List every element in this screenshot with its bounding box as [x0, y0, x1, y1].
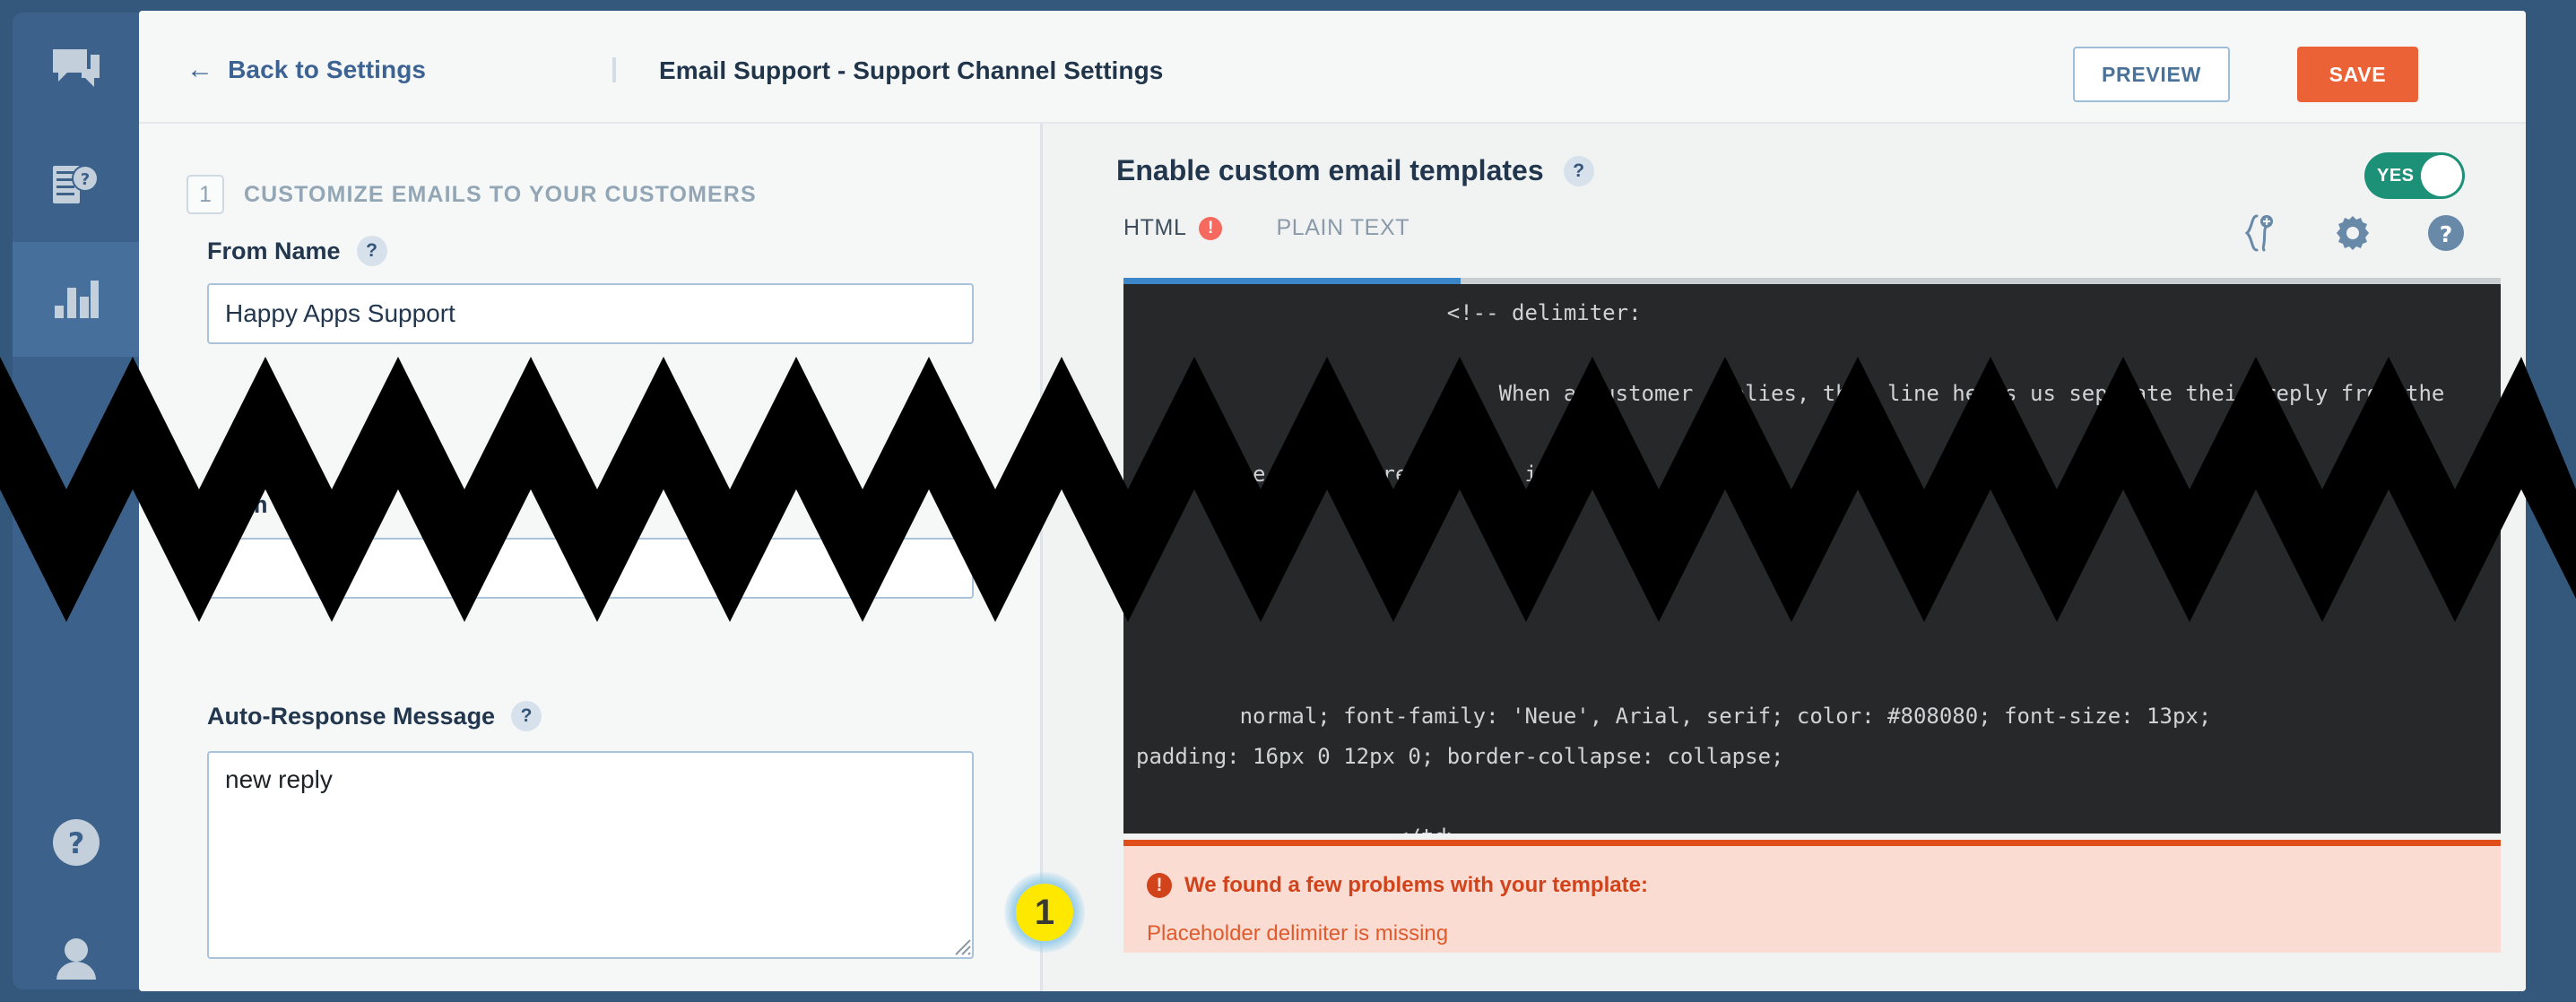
template-error-alert: ! We found a few problems with your temp…	[1123, 840, 2501, 953]
knowledge-base-icon: ?	[51, 162, 101, 207]
back-to-settings-label: Back to Settings	[228, 56, 427, 83]
app-rail: ? ?	[0, 0, 139, 1002]
svg-text:?: ?	[80, 170, 89, 189]
toggle-label: YES	[2377, 165, 2415, 186]
main-card: ← Back to Settings Email Support - Suppo…	[139, 11, 2526, 991]
auto-response-label: Auto-Response Message	[207, 702, 496, 730]
from-name-label: From Name	[207, 237, 341, 264]
preview-button[interactable]: PREVIEW	[2073, 47, 2230, 102]
account-icon	[53, 937, 100, 981]
from-email-label: From	[207, 490, 268, 518]
save-button[interactable]: SAVE	[2297, 47, 2418, 102]
tab-html[interactable]: HTML !	[1123, 215, 1223, 246]
from-name-help-icon[interactable]: ?	[356, 236, 387, 266]
email-template-pane: Enable custom email templates ? YES HTML…	[1043, 124, 2526, 991]
annotation-number: 1	[1016, 884, 1073, 941]
toggle-knob	[2421, 155, 2462, 196]
sidebar-item-help[interactable]: ?	[13, 785, 139, 900]
sidebar-item-knowledge-base[interactable]: ?	[13, 127, 139, 242]
back-arrow-icon: ←	[186, 55, 214, 84]
svg-text:?: ?	[67, 826, 84, 860]
page-title: Email Support - Support Channel Settings	[659, 56, 1164, 84]
step-1-heading: 1 CUSTOMIZE EMAILS TO YOUR CUSTOMERS	[186, 175, 757, 214]
app-rail-inner: ? ?	[13, 13, 139, 989]
template-error-title: We found a few problems with your templa…	[1184, 873, 1648, 897]
template-editor-wrap: <!-- delimiter: When a customer replies,…	[1123, 278, 2501, 834]
settings-form-pane: 1 CUSTOMIZE EMAILS TO YOUR CUSTOMERS Fro…	[139, 124, 1040, 991]
from-name-label-row: From Name ?	[207, 236, 387, 266]
editor-tab-underline	[1123, 278, 2501, 284]
settings-gear-icon[interactable]	[2334, 214, 2372, 252]
insert-placeholder-icon[interactable]	[2242, 213, 2278, 253]
alert-warning-icon: !	[1147, 873, 1172, 898]
sidebar-item-account[interactable]	[13, 902, 139, 1002]
step-1-number: 1	[186, 175, 224, 214]
enable-templates-toggle[interactable]: YES	[2364, 152, 2465, 199]
editor-help-icon[interactable]: ?	[2427, 214, 2465, 252]
back-to-settings-link[interactable]: ← Back to Settings	[186, 56, 426, 84]
sidebar-item-conversations[interactable]	[13, 13, 139, 127]
html-template-code-editor[interactable]: <!-- delimiter: When a customer replies,…	[1123, 284, 2501, 834]
from-email-label-row: From ?	[207, 489, 315, 520]
header-divider	[612, 57, 616, 82]
template-error-title-row: ! We found a few problems with your temp…	[1147, 873, 1648, 898]
from-email-input[interactable]	[207, 538, 974, 599]
tab-html-label: HTML	[1123, 215, 1187, 240]
auto-response-label-row: Auto-Response Message ?	[207, 701, 542, 731]
enable-templates-label: Enable custom email templates	[1116, 154, 1544, 186]
tab-html-error-badge: !	[1199, 216, 1223, 240]
tab-plain-text[interactable]: PLAIN TEXT	[1276, 215, 1409, 246]
auto-response-help-icon[interactable]: ?	[511, 701, 542, 731]
step-1-title: CUSTOMIZE EMAILS TO YOUR CUSTOMERS	[244, 181, 757, 207]
help-icon: ?	[52, 818, 100, 867]
sidebar-item-reports[interactable]	[13, 242, 139, 357]
editor-tab-underline-active	[1123, 278, 1461, 284]
reports-icon	[53, 279, 100, 320]
conversations-icon	[51, 48, 101, 92]
enable-templates-help-icon[interactable]: ?	[1563, 155, 1594, 186]
from-email-help-icon[interactable]: ?	[283, 489, 315, 520]
template-tabs: HTML ! PLAIN TEXT	[1123, 215, 1409, 246]
template-error-message: Placeholder delimiter is missing	[1147, 921, 1449, 946]
auto-response-textarea[interactable]	[207, 751, 974, 959]
editor-toolbar: ?	[2242, 213, 2465, 253]
tab-plain-text-label: PLAIN TEXT	[1276, 215, 1410, 240]
page-header: ← Back to Settings Email Support - Suppo…	[139, 11, 2526, 124]
enable-templates-label-row: Enable custom email templates ?	[1116, 154, 1594, 187]
annotation-badge-1: 1	[1004, 872, 1085, 953]
svg-text:?: ?	[2440, 221, 2453, 247]
from-name-input[interactable]	[207, 283, 974, 344]
